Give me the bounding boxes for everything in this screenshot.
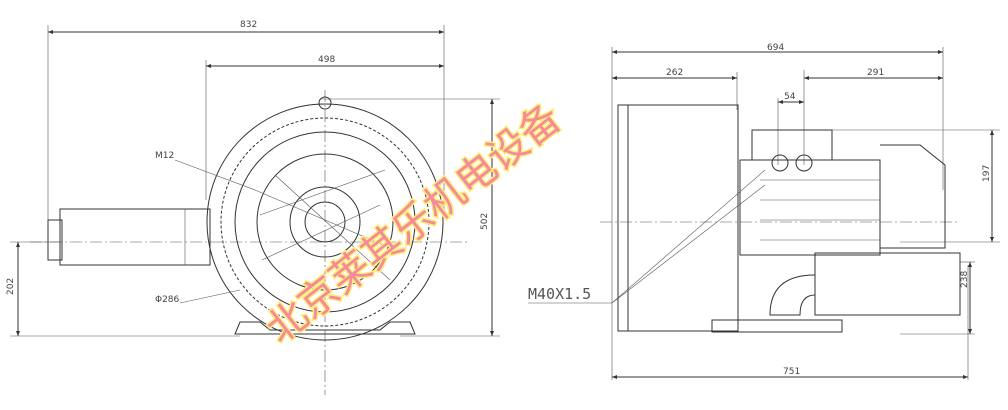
dim-top-height: 197 — [982, 165, 992, 182]
dim-total-length: 751 — [783, 367, 800, 377]
inlet-silencer — [59, 208, 211, 266]
base-foot — [234, 321, 416, 335]
housing-side — [617, 104, 739, 332]
housing-outline — [206, 103, 444, 341]
outlet-silencer — [814, 252, 961, 316]
dim-overall-depth: 694 — [767, 43, 784, 53]
dim-overall-width: 832 — [240, 20, 257, 30]
front-view: 832 498 502 202 M12 Φ — [6, 20, 500, 395]
callout-diameter: Φ286 — [155, 295, 180, 305]
terminal-box — [751, 129, 833, 161]
dim-housing-width: 498 — [318, 55, 335, 65]
dim-inlet-height: 202 — [6, 278, 16, 295]
dim-outlet-height: 238 — [960, 271, 970, 288]
dim-height: 502 — [480, 213, 490, 230]
dim-front-offset: 262 — [666, 68, 683, 78]
callout-bolt: M12 — [155, 151, 174, 161]
motor-body — [739, 159, 881, 256]
side-view: 694 262 291 54 197 238 751 — [528, 43, 1000, 380]
callout-thread: M40X1.5 — [528, 285, 591, 303]
dim-rear-offset: 291 — [867, 68, 884, 78]
dim-terminal-spacing: 54 — [784, 92, 796, 102]
